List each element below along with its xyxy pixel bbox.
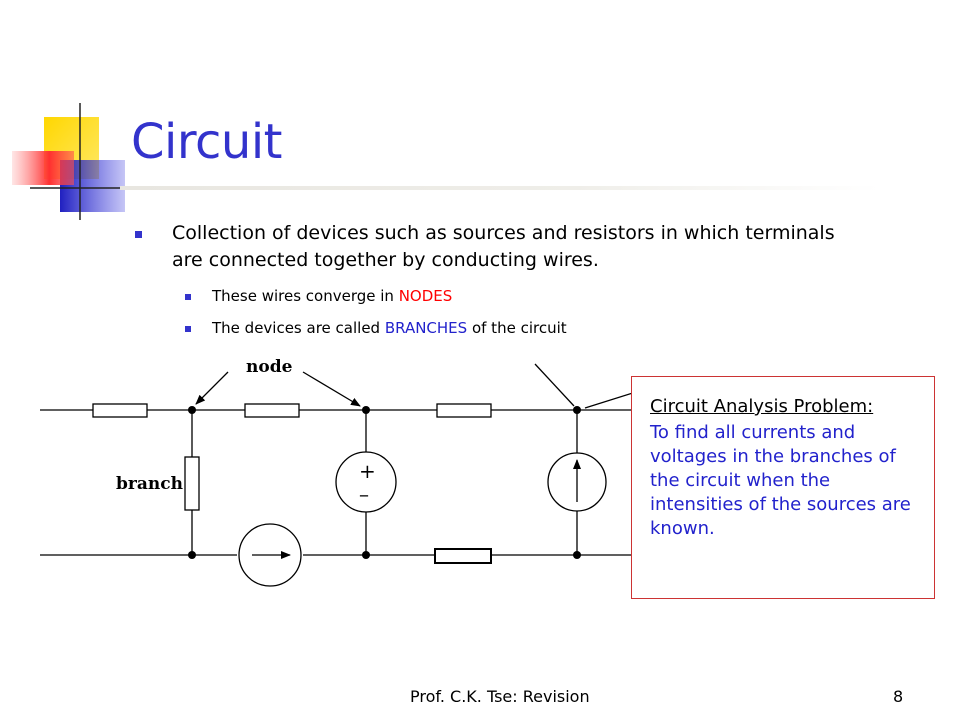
node-pointer-4 <box>584 391 637 409</box>
sub-bullet-suffix: of the circuit <box>467 319 567 337</box>
resistor-bottom <box>434 548 492 564</box>
highlight-branches: BRANCHES <box>384 319 468 337</box>
node-dot <box>573 551 581 559</box>
footer-author: Prof. C.K. Tse: Revision <box>410 687 590 706</box>
voltage-source <box>335 451 397 513</box>
callout-heading: Circuit Analysis Problem: <box>650 396 874 417</box>
resistor-branch-1 <box>184 456 200 511</box>
node-dots <box>188 406 581 559</box>
bullet-item: Collection of devices such as sources an… <box>135 220 835 274</box>
voltage-minus-sign: – <box>359 482 369 506</box>
sub-bullet-nodes: These wires converge in NODES <box>185 286 835 306</box>
page-number: 8 <box>893 687 904 706</box>
resistor-top-2 <box>244 403 300 418</box>
node-dot <box>188 406 196 414</box>
title-underline <box>120 186 880 190</box>
sub-bullet-prefix: The devices are called <box>212 319 385 337</box>
callout-body: To find all currents and voltages in the… <box>650 422 911 539</box>
bullet-list: Collection of devices such as sources an… <box>135 220 835 338</box>
bullet-marker <box>185 294 191 300</box>
branch-label: branch <box>116 474 183 494</box>
node-label: node <box>246 357 293 377</box>
circuit-diagram: node branch + – <box>40 357 640 587</box>
decorative-logo <box>12 103 138 220</box>
node-dot <box>188 551 196 559</box>
resistor-top-1 <box>92 403 148 418</box>
node-pointer-2 <box>302 371 361 407</box>
bullet-text: Collection of devices such as sources an… <box>172 222 835 271</box>
slide-title: Circuit <box>131 114 283 170</box>
voltage-plus-sign: + <box>359 459 376 483</box>
node-dot <box>362 551 370 559</box>
analysis-callout-box: Circuit Analysis Problem: To find all cu… <box>631 376 935 599</box>
node-pointer-1 <box>195 371 229 405</box>
node-pointer-3 <box>534 363 575 407</box>
resistor-top-3 <box>436 403 492 418</box>
bullet-marker <box>185 326 191 332</box>
sub-bullet-prefix: These wires converge in <box>212 287 399 305</box>
node-dot <box>362 406 370 414</box>
bullet-marker <box>135 231 142 238</box>
highlight-nodes: NODES <box>398 287 453 305</box>
sub-bullet-branches: The devices are called BRANCHES of the c… <box>185 318 835 338</box>
node-dot <box>573 406 581 414</box>
